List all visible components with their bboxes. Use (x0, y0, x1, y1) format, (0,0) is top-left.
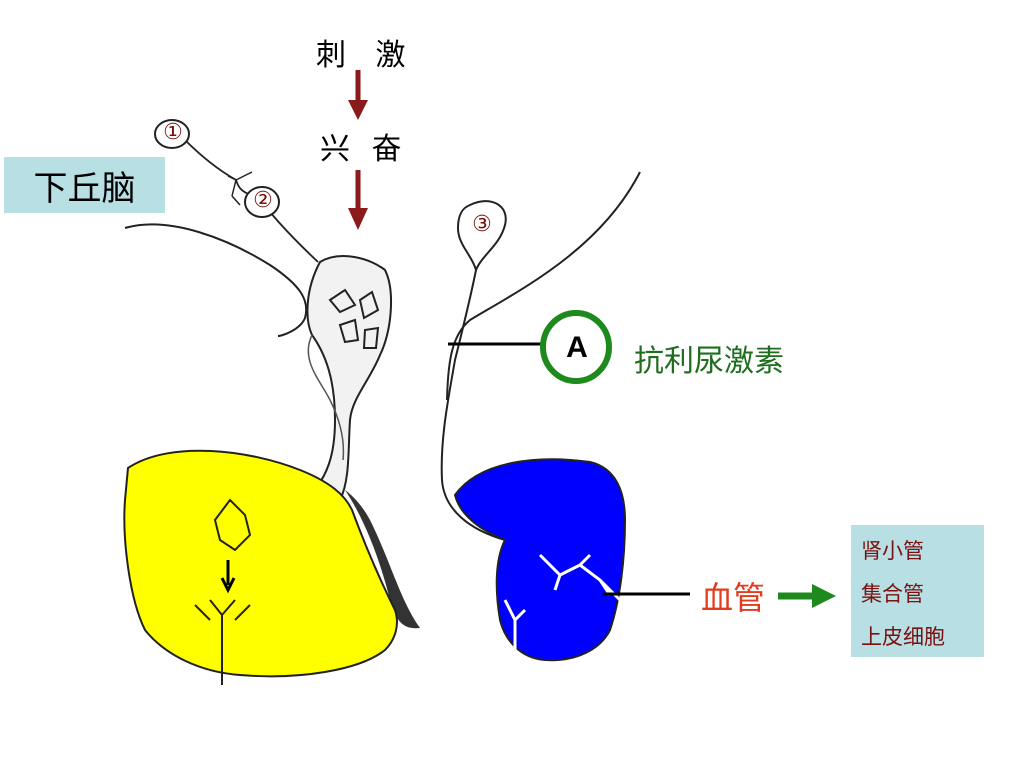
axon-1-branch (227, 171, 253, 206)
hormone-name-label: 抗利尿激素 (634, 344, 784, 379)
brain-outline-left (124, 223, 308, 337)
target-line-2: 集合管 (861, 582, 924, 606)
hypothalamus-label: 下丘脑 (4, 157, 165, 213)
excitation-label: 兴 奋 (320, 132, 408, 167)
neuron-3-body (456, 200, 507, 274)
target-line-3: 上皮细胞 (861, 625, 945, 649)
blood-vessel-label: 血管 (701, 579, 766, 617)
arrow-head-1 (348, 100, 368, 120)
neuron-3-axon (440, 269, 506, 541)
posterior-pituitary (453, 458, 627, 662)
target-line-1: 肾小管 (861, 539, 924, 563)
target-cells-box: 肾小管 集合管 上皮细胞 (851, 525, 984, 657)
axon-2 (269, 211, 319, 263)
anterior-vessels (194, 498, 252, 685)
neuron-1-body (154, 119, 190, 149)
anterior-pituitary (123, 449, 398, 678)
brain-outline-right (446, 171, 641, 401)
hormone-marker-label: A (566, 331, 588, 364)
arrow-head-2 (348, 208, 368, 230)
neuron-2-body (244, 186, 280, 218)
neuron-1-label: ① (163, 120, 183, 145)
stalk-inner (307, 334, 345, 461)
intermediate-lobe (345, 490, 420, 629)
anterior-arrow-down (220, 560, 236, 594)
neuron-2-label: ② (253, 188, 273, 213)
stimulus-label: 刺 激 (316, 38, 416, 73)
neuron-3-label: ③ (472, 212, 492, 237)
posterior-vessels (503, 553, 632, 660)
median-eminence (296, 255, 393, 507)
arrow-head-green (812, 584, 836, 608)
hormone-marker-circle (540, 310, 612, 384)
portal-vessels (328, 288, 380, 349)
